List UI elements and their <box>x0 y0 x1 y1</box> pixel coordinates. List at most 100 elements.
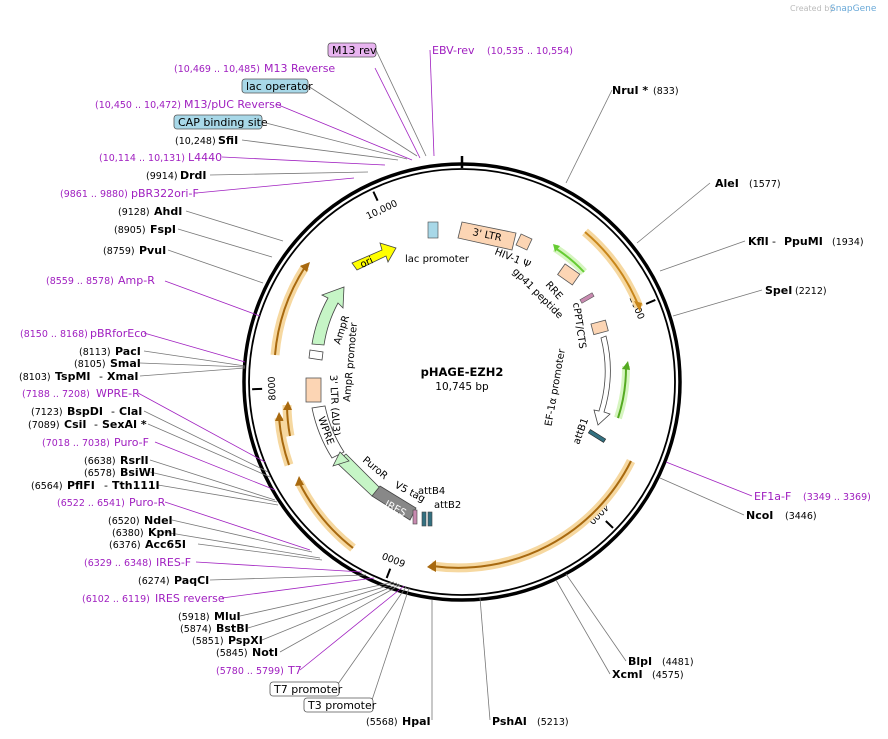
site-bspdi-pos: (7123) <box>31 407 63 418</box>
primer-amp-r-pos: (8559 .. 8578) <box>46 276 114 287</box>
site-alei: AleI <box>715 177 739 190</box>
feature-ori: ori <box>359 255 375 270</box>
feature-cap-site-box <box>173 114 263 130</box>
site-tth111i: Tth111I <box>112 479 160 492</box>
site-pflfi: PflFI <box>67 479 95 492</box>
leader-line <box>157 484 279 506</box>
leader-line <box>139 367 246 377</box>
feature-small-box-1 <box>515 233 533 251</box>
site-pspxi-pos: (5851) <box>192 636 224 647</box>
tick-label: 6000 <box>381 549 408 568</box>
leader-line <box>137 392 266 463</box>
leader-line <box>636 182 711 244</box>
primer-ires-reverse-pos: (6102 .. 6119) <box>82 594 150 605</box>
orf-arc-6-head <box>300 262 310 272</box>
site-tspmi-sep: - <box>99 370 103 383</box>
site-smai-pos: (8105) <box>74 359 106 370</box>
primer-m13puc-reverse: M13/pUC Reverse <box>184 98 282 111</box>
site-clai: ClaI <box>119 405 142 418</box>
backbone-inner <box>248 168 676 596</box>
primer-m13puc-reverse-pos: (10,450 .. 10,472) <box>95 100 181 111</box>
site-pvui: PvuI <box>139 244 166 257</box>
feature-hiv-psi: HIV-1 Ψ <box>493 247 532 271</box>
site-ndei: NdeI <box>144 514 173 527</box>
feature-cppt: cPPT/CTS <box>570 302 587 350</box>
feature-green-arc-1-head <box>553 244 560 252</box>
site-csii-pos: (7089) <box>28 420 60 431</box>
feature-t3-promoter: T3 promoter <box>307 699 377 712</box>
feature-lac-box <box>427 221 439 239</box>
orf-arcs <box>270 228 644 573</box>
site-noti-pos: (5845) <box>216 648 248 659</box>
leader-line <box>177 228 273 258</box>
leader-line <box>209 574 367 581</box>
leader-line <box>261 121 408 160</box>
site-blpi: BlpI <box>628 655 652 668</box>
primer-puro-r: Puro-R <box>129 496 166 509</box>
site-ppumi: PpuMI <box>784 235 823 248</box>
orf-arc-6-glow <box>270 264 309 356</box>
site-ndei-pos: (6520) <box>108 516 140 527</box>
primer-ebv-rev: EBV-rev <box>432 44 475 57</box>
feature-m13rev-box <box>327 42 377 58</box>
feature-ltr-du3-box <box>305 377 322 403</box>
feature-ires-shape <box>371 485 417 521</box>
primer-wpre-r-pos: (7188 .. 7208) <box>22 389 90 400</box>
left-labels: M13 rev EBV-rev (10,535 .. 10,554) (10,4… <box>19 42 573 713</box>
site-spei-pos: (2212) <box>795 286 827 297</box>
orf-arc-5-head <box>283 401 292 410</box>
leader-line <box>374 67 421 159</box>
feature-lac-operator-box <box>241 78 309 94</box>
leader-line <box>371 587 410 701</box>
feature-attb1-mark <box>587 429 607 443</box>
site-acc65i: Acc65I <box>145 538 186 551</box>
feature-ori-shape <box>351 242 397 271</box>
leader-line <box>247 582 398 629</box>
tick-mark <box>385 568 392 579</box>
tick-label: 8000 <box>267 376 279 401</box>
site-fspi: FspI <box>150 223 176 236</box>
feature-cppt-box <box>590 319 609 336</box>
site-mlui: MluI <box>214 610 241 623</box>
primer-amp-r: Amp-R <box>118 274 155 287</box>
feature-t3-promoter-box <box>303 697 374 713</box>
leader-line <box>429 49 435 157</box>
site-pshai-pos: (5213) <box>537 717 569 728</box>
site-pflfi-pos: (6564) <box>31 481 63 492</box>
leader-line <box>197 543 323 561</box>
site-ahdi-pos: (9128) <box>118 207 150 218</box>
leader-line <box>299 585 405 671</box>
site-mlui-pos: (5918) <box>178 612 210 623</box>
primer-ires-f: IRES-F <box>156 556 191 569</box>
site-fspi-pos: (8905) <box>114 225 146 236</box>
feature-attb2: attB2 <box>434 500 461 511</box>
leader-line <box>195 177 355 194</box>
feature-rre-box <box>557 263 581 286</box>
orf-arc-3-head <box>295 476 304 486</box>
orf-arc-1 <box>584 231 640 308</box>
right-labels: NruI * (833) AleI (1577) KflI - PpuMI (1… <box>366 84 871 728</box>
leader-line <box>565 573 627 662</box>
site-smai: SmaI <box>110 357 141 370</box>
primer-ires-f-pos: (6329 .. 6348) <box>84 558 152 569</box>
primer-l4440: L4440 <box>188 151 222 164</box>
site-kfli-sep: - <box>772 235 776 248</box>
feature-t7-promoter-box <box>269 681 340 697</box>
feature-3ltr-shape <box>457 221 517 251</box>
leader-line <box>672 289 763 317</box>
leader-lines <box>137 49 763 721</box>
tick-label: 10,000 <box>365 198 400 222</box>
primer-l4440-pos: (10,114 .. 10,131) <box>99 153 185 164</box>
site-tspmi: TspMI <box>55 370 91 383</box>
snapgene-watermark: Created by SnapGene <box>790 4 877 14</box>
feature-attb4-mark <box>427 511 433 527</box>
site-bstbi-pos: (5874) <box>180 624 212 635</box>
tick-mark <box>605 520 614 529</box>
site-spei: SpeI <box>765 284 792 297</box>
feature-cap-site: CAP binding site <box>178 116 268 129</box>
feature-attb1: attB1 <box>571 417 591 446</box>
site-nrui: NruI * <box>612 84 648 97</box>
leader-line <box>163 531 321 559</box>
site-pvui-pos: (8759) <box>103 246 135 257</box>
leader-line <box>195 561 363 573</box>
